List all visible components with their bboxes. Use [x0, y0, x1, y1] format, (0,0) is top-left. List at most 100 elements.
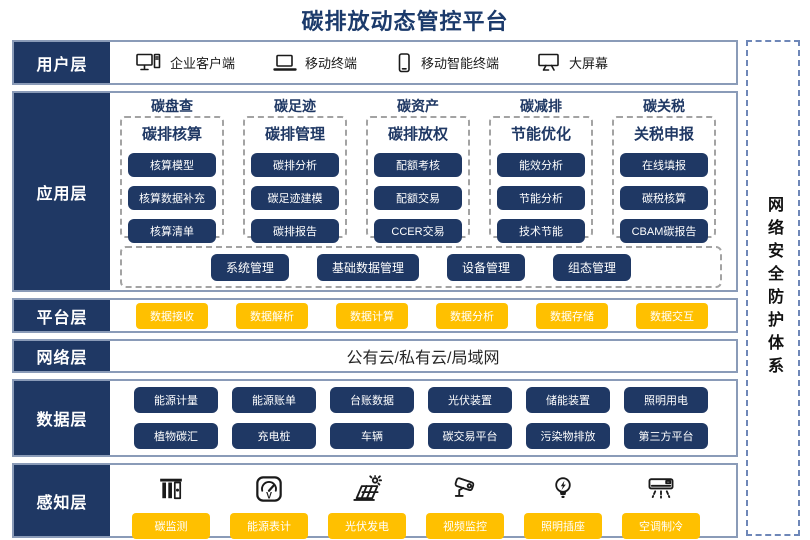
data-row: 能源计量 能源账单 台账数据 光伏装置 储能装置 照明用电: [134, 387, 736, 413]
app-column-subheader: 关税申报: [633, 126, 694, 143]
app-column-group: 碳排放权 配额考核 配额交易 CCER交易: [366, 116, 470, 243]
solar-panel-icon: [352, 472, 382, 506]
app-column-carbon-tariff: 碳关税 关税申报 在线填报 碳税核算 CBAM碳报告: [612, 98, 716, 243]
air-conditioner-icon: [646, 472, 676, 506]
perception-label[interactable]: 碳监测: [132, 513, 210, 539]
platform-button[interactable]: 数据接收: [136, 302, 208, 329]
perception-label[interactable]: 能源表计: [230, 513, 308, 539]
perception-item-air-conditioning: 空调制冷: [622, 472, 700, 539]
app-column-subheader: 节能优化: [510, 126, 571, 143]
app-button[interactable]: 节能分析: [497, 186, 585, 210]
data-button[interactable]: 台账数据: [330, 387, 414, 413]
data-button[interactable]: 污染物排放: [526, 423, 610, 449]
data-button[interactable]: 照明用电: [624, 387, 708, 413]
app-button[interactable]: 碳排报告: [251, 219, 339, 243]
app-common-group: 系统管理 基础数据管理 设备管理 组态管理: [120, 246, 722, 288]
data-button[interactable]: 储能装置: [526, 387, 610, 413]
app-column-subheader: 碳排放权: [387, 126, 448, 143]
app-column-group: 节能优化 能效分析 节能分析 技术节能: [489, 116, 593, 243]
security-panel-label: 网络安全防护体系: [765, 196, 782, 380]
data-button[interactable]: 植物碳汇: [134, 423, 218, 449]
app-column-subheader: 碳排管理: [264, 126, 325, 143]
app-button[interactable]: 核算清单: [128, 219, 216, 243]
data-button[interactable]: 光伏装置: [428, 387, 512, 413]
perception-layer: 感知层 碳监测: [12, 463, 738, 539]
perception-label[interactable]: 照明插座: [524, 513, 602, 539]
data-layer-label: 数据层: [14, 381, 110, 455]
platform-button[interactable]: 数据交互: [636, 302, 708, 329]
app-button[interactable]: 碳税核算: [620, 186, 708, 210]
platform-layer-content: 数据接收 数据解析 数据计算 数据分析 数据存储 数据交互: [110, 300, 736, 331]
data-button[interactable]: 充电桩: [232, 423, 316, 449]
platform-button[interactable]: 数据计算: [336, 302, 408, 329]
app-common-button[interactable]: 设备管理: [447, 253, 526, 281]
network-layer-text: 公有云/私有云/局域网: [346, 350, 500, 367]
network-layer-label: 网络层: [14, 341, 110, 371]
app-button[interactable]: 核算模型: [128, 153, 216, 177]
app-column-carbon-reduction: 碳减排 节能优化 能效分析 节能分析 技术节能: [489, 98, 593, 243]
application-columns: 碳盘查 碳排核算 核算模型 核算数据补充 核算清单 碳足迹 碳排管理 碳排分析: [110, 93, 736, 243]
app-button[interactable]: 配额交易: [374, 186, 462, 210]
data-layer-content: 能源计量 能源账单 台账数据 光伏装置 储能装置 照明用电 植物碳汇 充电桩 车…: [110, 381, 736, 455]
laptop-icon: [273, 54, 297, 72]
app-column-carbon-asset: 碳资产 碳排放权 配额考核 配额交易 CCER交易: [366, 98, 470, 243]
data-button[interactable]: 能源账单: [232, 387, 316, 413]
perception-layer-label: 感知层: [14, 465, 110, 536]
app-column-group: 碳排核算 核算模型 核算数据补充 核算清单: [120, 116, 224, 243]
app-column-carbon-footprint: 碳足迹 碳排管理 碳排分析 碳足迹建模 碳排报告: [243, 98, 347, 243]
application-layer-label: 应用层: [14, 93, 110, 290]
app-button[interactable]: CBAM碳报告: [620, 219, 708, 243]
app-column-header: 碳关税: [643, 98, 685, 114]
app-button[interactable]: 能效分析: [497, 153, 585, 177]
platform-layer: 平台层 数据接收 数据解析 数据计算 数据分析 数据存储 数据交互: [12, 298, 738, 333]
layer-stack: 用户层 企业客户端: [12, 40, 738, 539]
big-screen-icon: [537, 53, 561, 73]
app-column-header: 碳减排: [520, 98, 562, 114]
page-title: 碳排放动态管控平台: [301, 9, 509, 34]
app-column-header: 碳盘查: [151, 98, 193, 114]
energy-meter-icon: V: [255, 472, 283, 506]
perception-item-solar-power: 光伏发电: [328, 472, 406, 539]
app-button[interactable]: 核算数据补充: [128, 186, 216, 210]
app-column-group: 碳排管理 碳排分析 碳足迹建模 碳排报告: [243, 116, 347, 243]
app-column-subheader: 碳排核算: [141, 126, 202, 143]
perception-item-lighting-socket: 照明插座: [524, 472, 602, 539]
platform-button[interactable]: 数据解析: [236, 302, 308, 329]
app-column-carbon-inventory: 碳盘查 碳排核算 核算模型 核算数据补充 核算清单: [120, 98, 224, 243]
app-button[interactable]: 碳排分析: [251, 153, 339, 177]
data-row: 植物碳汇 充电桩 车辆 碳交易平台 污染物排放 第三方平台: [134, 423, 736, 449]
app-button[interactable]: 碳足迹建模: [251, 186, 339, 210]
user-item-enterprise-client: 企业客户端: [136, 53, 235, 73]
perception-layer-content: 碳监测 V 能源表计: [110, 465, 736, 539]
app-common-button[interactable]: 系统管理: [210, 253, 289, 281]
application-layer-content: 碳盘查 碳排核算 核算模型 核算数据补充 核算清单 碳足迹 碳排管理 碳排分析: [110, 93, 736, 290]
data-button[interactable]: 车辆: [330, 423, 414, 449]
platform-layer-label: 平台层: [14, 300, 110, 331]
perception-label[interactable]: 光伏发电: [328, 513, 406, 539]
app-column-group: 关税申报 在线填报 碳税核算 CBAM碳报告: [612, 116, 716, 243]
app-button[interactable]: CCER交易: [374, 219, 462, 243]
svg-text:V: V: [266, 490, 272, 500]
app-common-button[interactable]: 组态管理: [553, 253, 632, 281]
app-button[interactable]: 在线填报: [620, 153, 708, 177]
app-button[interactable]: 配额考核: [374, 153, 462, 177]
platform-button[interactable]: 数据存储: [536, 302, 608, 329]
perception-label[interactable]: 空调制冷: [622, 513, 700, 539]
data-button[interactable]: 第三方平台: [624, 423, 708, 449]
app-column-header: 碳资产: [397, 98, 439, 114]
data-layer: 数据层 能源计量 能源账单 台账数据 光伏装置 储能装置 照明用电 植物碳汇 充…: [12, 379, 738, 457]
platform-button[interactable]: 数据分析: [436, 302, 508, 329]
perception-label[interactable]: 视频监控: [426, 513, 504, 539]
app-common-button[interactable]: 基础数据管理: [316, 253, 419, 281]
user-layer-content: 企业客户端 移动终端: [110, 42, 736, 83]
carbon-monitor-icon: [158, 472, 184, 506]
data-button[interactable]: 能源计量: [134, 387, 218, 413]
app-button[interactable]: 技术节能: [497, 219, 585, 243]
user-item-big-screen: 大屏幕: [537, 53, 608, 73]
user-layer-label: 用户层: [14, 42, 110, 83]
desktop-computer-icon: [136, 53, 162, 73]
network-layer: 网络层 公有云/私有云/局域网: [12, 339, 738, 373]
data-button[interactable]: 碳交易平台: [428, 423, 512, 449]
cctv-camera-icon: [450, 472, 480, 506]
